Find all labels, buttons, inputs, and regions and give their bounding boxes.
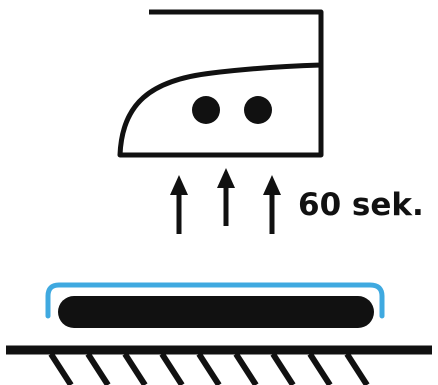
duration-label: 60 sek. (298, 190, 424, 221)
pressing-pad-icon (58, 296, 374, 328)
temperature-dot-1 (192, 96, 220, 124)
arrow-up-icon (170, 175, 188, 234)
iron-body-outline (120, 12, 321, 155)
iron-icon (120, 12, 321, 155)
arrow-up-icon (217, 168, 235, 226)
temperature-dot-2 (244, 96, 272, 124)
hatched-surface-icon (6, 350, 432, 385)
steam-arrows-icon (170, 168, 281, 234)
surface-hatching (51, 354, 367, 385)
arrow-up-icon (263, 175, 281, 234)
iron-dots (192, 96, 272, 124)
